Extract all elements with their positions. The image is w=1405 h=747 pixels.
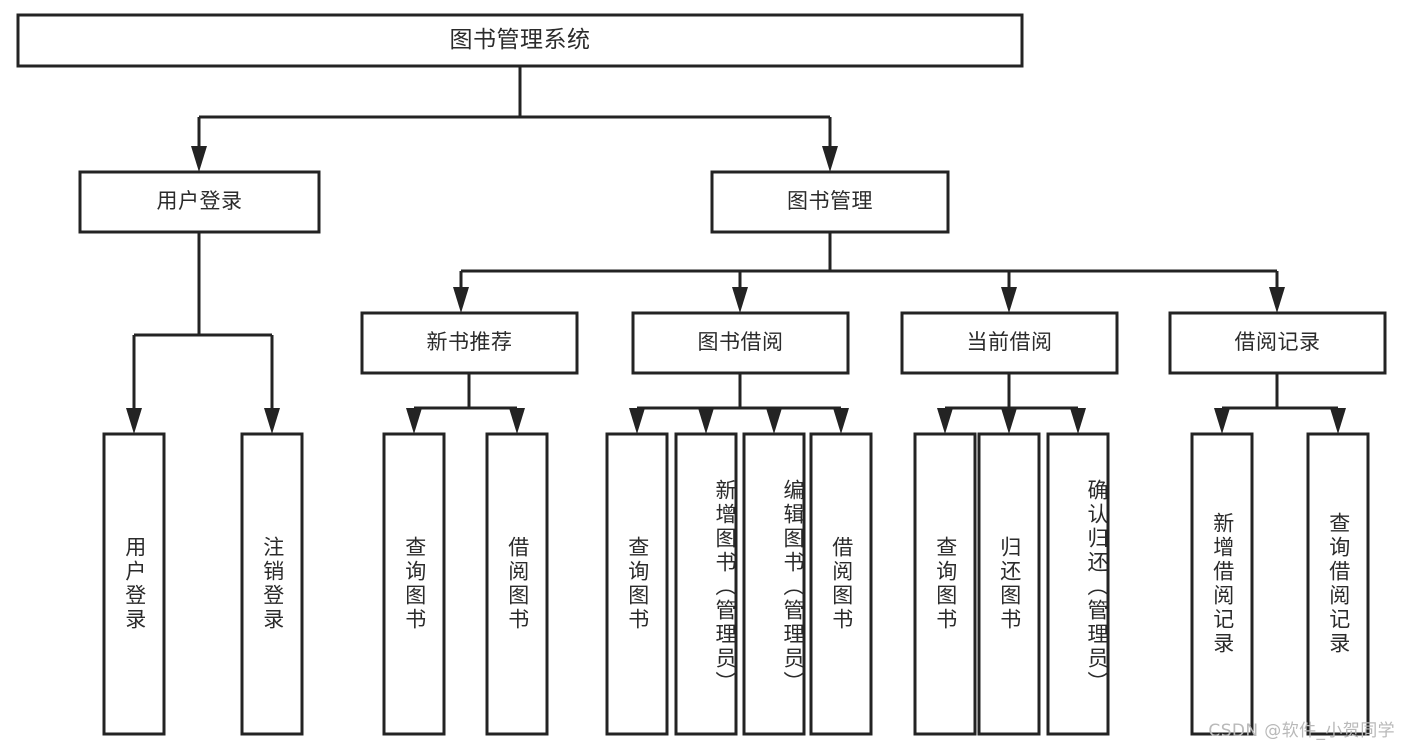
node-book-management[interactable] (710, 170, 950, 234)
node-user-login[interactable] (78, 170, 321, 234)
connector-borrowrecord-to-leaves (1214, 373, 1346, 434)
node-leaf-query-book-1[interactable] (382, 432, 446, 736)
node-borrow-record[interactable] (1168, 311, 1387, 375)
node-leaf-logout[interactable] (240, 432, 304, 736)
node-leaf-confirm-return-admin[interactable] (1046, 432, 1110, 736)
node-new-book-recommend[interactable] (360, 311, 579, 375)
node-leaf-borrow-book-2[interactable] (809, 432, 873, 736)
connector-bookborrow-to-leaves (629, 373, 849, 434)
node-root[interactable] (16, 13, 1024, 68)
node-leaf-query-borrow-record[interactable] (1306, 432, 1370, 736)
node-leaf-query-book-3[interactable] (913, 432, 977, 736)
node-leaf-borrow-book-1[interactable] (485, 432, 549, 736)
connector-root-to-level2 (191, 66, 838, 172)
connector-newbook-to-leaves (406, 373, 525, 434)
node-leaf-user-login[interactable] (102, 432, 166, 736)
node-leaf-return-book[interactable] (977, 432, 1041, 736)
connector-bookmgmt-to-level3 (453, 232, 1285, 313)
node-leaf-edit-book-admin[interactable] (742, 432, 806, 736)
connector-userlogin-to-leaves (126, 232, 280, 434)
node-current-borrow[interactable] (900, 311, 1119, 375)
node-leaf-add-borrow-record[interactable] (1190, 432, 1254, 736)
node-book-borrow[interactable] (631, 311, 850, 375)
connector-currentborrow-to-leaves (937, 373, 1086, 434)
node-leaf-add-book-admin[interactable] (674, 432, 738, 736)
node-leaf-query-book-2[interactable] (605, 432, 669, 736)
